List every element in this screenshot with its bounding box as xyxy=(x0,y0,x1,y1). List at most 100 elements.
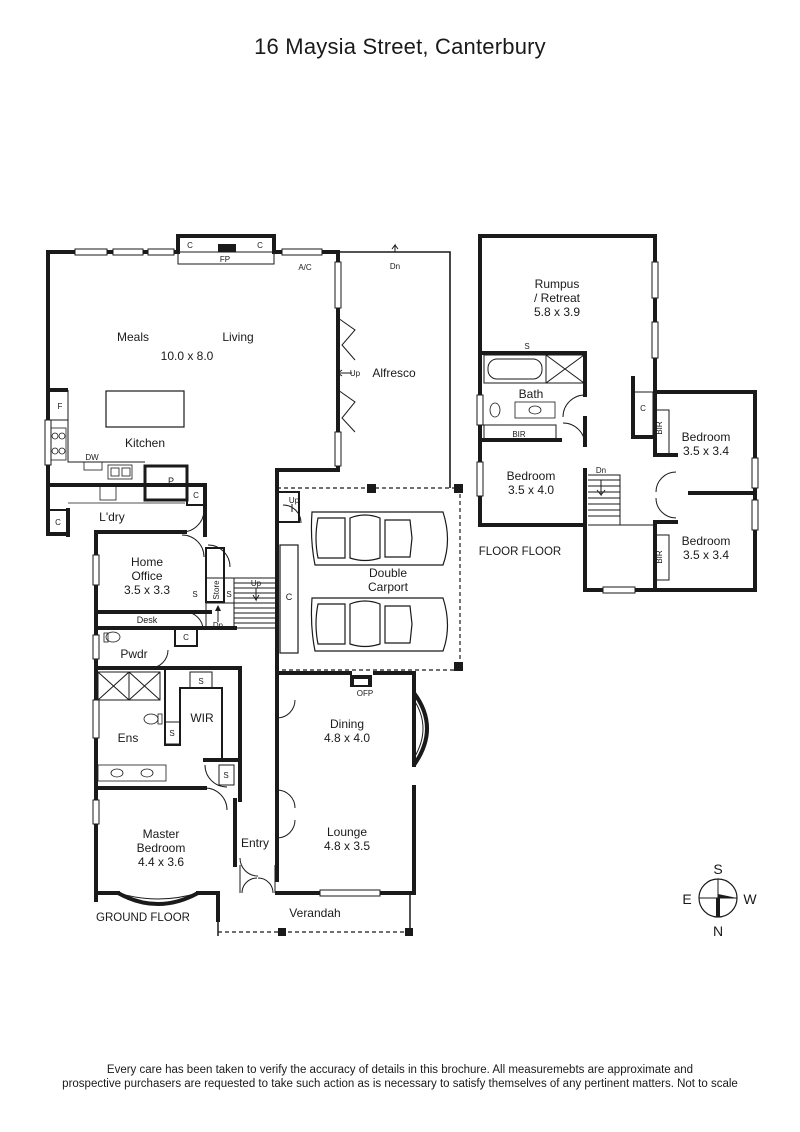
room-dims-home-office: 3.5 x 3.3 xyxy=(124,583,170,597)
dishwasher xyxy=(83,461,103,471)
room-label-wir: WIR xyxy=(190,711,214,725)
mark-shelf: S xyxy=(524,342,529,351)
master-bay-window xyxy=(117,891,199,906)
room-label-entry: Entry xyxy=(241,836,269,850)
room-label-home-office-2: Office xyxy=(131,569,162,583)
disclaimer-line-1: Every care has been taken to verify the … xyxy=(106,1064,694,1076)
room-dims-dining: 4.8 x 4.0 xyxy=(324,731,370,745)
room-label-bedroom-c: Bedroom xyxy=(682,534,731,548)
room-label-carport: Double xyxy=(369,566,407,580)
room-label-store: Store xyxy=(212,580,221,600)
stair-arrow-icon xyxy=(215,605,221,611)
room-dims-rumpus: 5.8 x 3.9 xyxy=(534,305,580,319)
bathtub-icon xyxy=(483,354,547,384)
disclaimer-line-2: prospective purchasers are requested to … xyxy=(62,1078,738,1090)
room-dims-lounge: 4.8 x 3.5 xyxy=(324,839,370,853)
mark-shelf: S xyxy=(223,771,228,780)
room-dims-bedroom-b: 3.5 x 3.4 xyxy=(683,444,729,458)
first-floor-windows xyxy=(476,261,759,594)
verandah-post xyxy=(278,928,286,936)
room-dims-meals-living: 10.0 x 8.0 xyxy=(161,349,214,363)
stair-arrow-icon xyxy=(252,588,260,602)
car-icon xyxy=(310,597,449,652)
room-label-carport-2: Carport xyxy=(368,580,409,594)
mark-ofp: OFP xyxy=(357,689,373,698)
sink-icon xyxy=(107,464,133,480)
toilet-icon xyxy=(143,713,159,725)
arrow-icon xyxy=(337,369,352,377)
room-label-powder: Pwdr xyxy=(120,647,147,661)
room-label-rumpus-2: / Retreat xyxy=(534,291,581,305)
carport-cupboard xyxy=(279,544,299,654)
verandah-post xyxy=(405,928,413,936)
mark-up: Up xyxy=(251,579,262,588)
mark-shelf: S xyxy=(226,590,231,599)
mark-dn: Dn xyxy=(596,466,606,475)
floor-label-first: FLOOR FLOOR xyxy=(479,546,561,558)
arrow-icon xyxy=(391,243,399,252)
room-label-laundry: L'dry xyxy=(99,510,125,524)
carport-post xyxy=(454,662,463,671)
compass-rose-icon: S E W N xyxy=(682,861,757,939)
mark-dn: Dn xyxy=(390,262,400,271)
room-label-rumpus: Rumpus xyxy=(535,277,580,291)
room-label-master: Master xyxy=(143,827,180,841)
room-label-living: Living xyxy=(222,330,253,344)
laundry-sink-icon xyxy=(99,485,117,501)
room-label-kitchen: Kitchen xyxy=(125,436,165,450)
mark-cupboard: C xyxy=(183,633,189,642)
mark-pantry: P xyxy=(168,476,174,486)
ground-doors xyxy=(149,504,302,877)
room-label-bedroom-a: Bedroom xyxy=(507,469,556,483)
compass-w: W xyxy=(743,891,757,907)
mark-fridge: F xyxy=(58,402,63,411)
room-label-lounge: Lounge xyxy=(327,825,367,839)
mark-cupboard: C xyxy=(55,518,61,527)
toilet-icon xyxy=(489,402,501,418)
room-label-dining: Dining xyxy=(330,717,364,731)
mark-cupboard: C xyxy=(640,404,646,413)
room-label-meals: Meals xyxy=(117,330,149,344)
entry-doors xyxy=(239,865,276,894)
vanity xyxy=(97,764,167,782)
mark-up: Up xyxy=(350,369,361,378)
carport-post xyxy=(454,484,463,493)
shower-icon xyxy=(545,354,585,384)
compass-n: N xyxy=(713,923,723,939)
plan-title: 16 Maysia Street, Canterbury xyxy=(254,34,546,59)
room-label-bir: BIR xyxy=(512,430,526,439)
room-label-ensuite: Ens xyxy=(118,731,139,745)
ensuite-shower-icon xyxy=(97,671,161,701)
mark-cupboard: C xyxy=(286,592,293,602)
kitchen-island xyxy=(105,390,185,428)
bir-top xyxy=(483,424,557,441)
toilet-icon xyxy=(105,631,121,643)
mark-shelf: S xyxy=(192,590,197,599)
room-label-bedroom-b: Bedroom xyxy=(682,430,731,444)
mark-shelf: S xyxy=(198,677,203,686)
store xyxy=(205,547,225,603)
mark-bir: BIR xyxy=(655,421,664,435)
ground-floor-labels: Meals Living 10.0 x 8.0 Kitchen Alfresco… xyxy=(55,241,416,924)
first-floor-stairs xyxy=(588,474,655,526)
room-label-bath: Bath xyxy=(519,387,544,401)
cooktop-icon xyxy=(50,427,67,461)
compass-e: E xyxy=(682,891,691,907)
kitchen-bench xyxy=(67,390,145,463)
compass-s: S xyxy=(713,861,722,877)
mark-cupboard: C xyxy=(257,241,263,250)
mark-fp: FP xyxy=(220,255,230,264)
room-label-home-office: Home xyxy=(131,555,163,569)
mark-cupboard: C xyxy=(187,241,193,250)
room-dims-master: 4.4 x 3.6 xyxy=(138,855,184,869)
mark-up: Up xyxy=(289,496,300,505)
first-floor-labels: Rumpus / Retreat 5.8 x 3.9 Bath BIR Bedr… xyxy=(479,277,731,564)
room-label-master-2: Bedroom xyxy=(137,841,186,855)
stair-arrow-icon xyxy=(596,480,606,497)
mark-dishwasher: DW xyxy=(85,453,99,462)
mark-shelf: S xyxy=(169,729,174,738)
disclaimer: Every care has been taken to verify the … xyxy=(20,1063,780,1091)
floor-label-ground: GROUND FLOOR xyxy=(96,912,190,924)
room-dims-bedroom-c: 3.5 x 3.4 xyxy=(683,548,729,562)
